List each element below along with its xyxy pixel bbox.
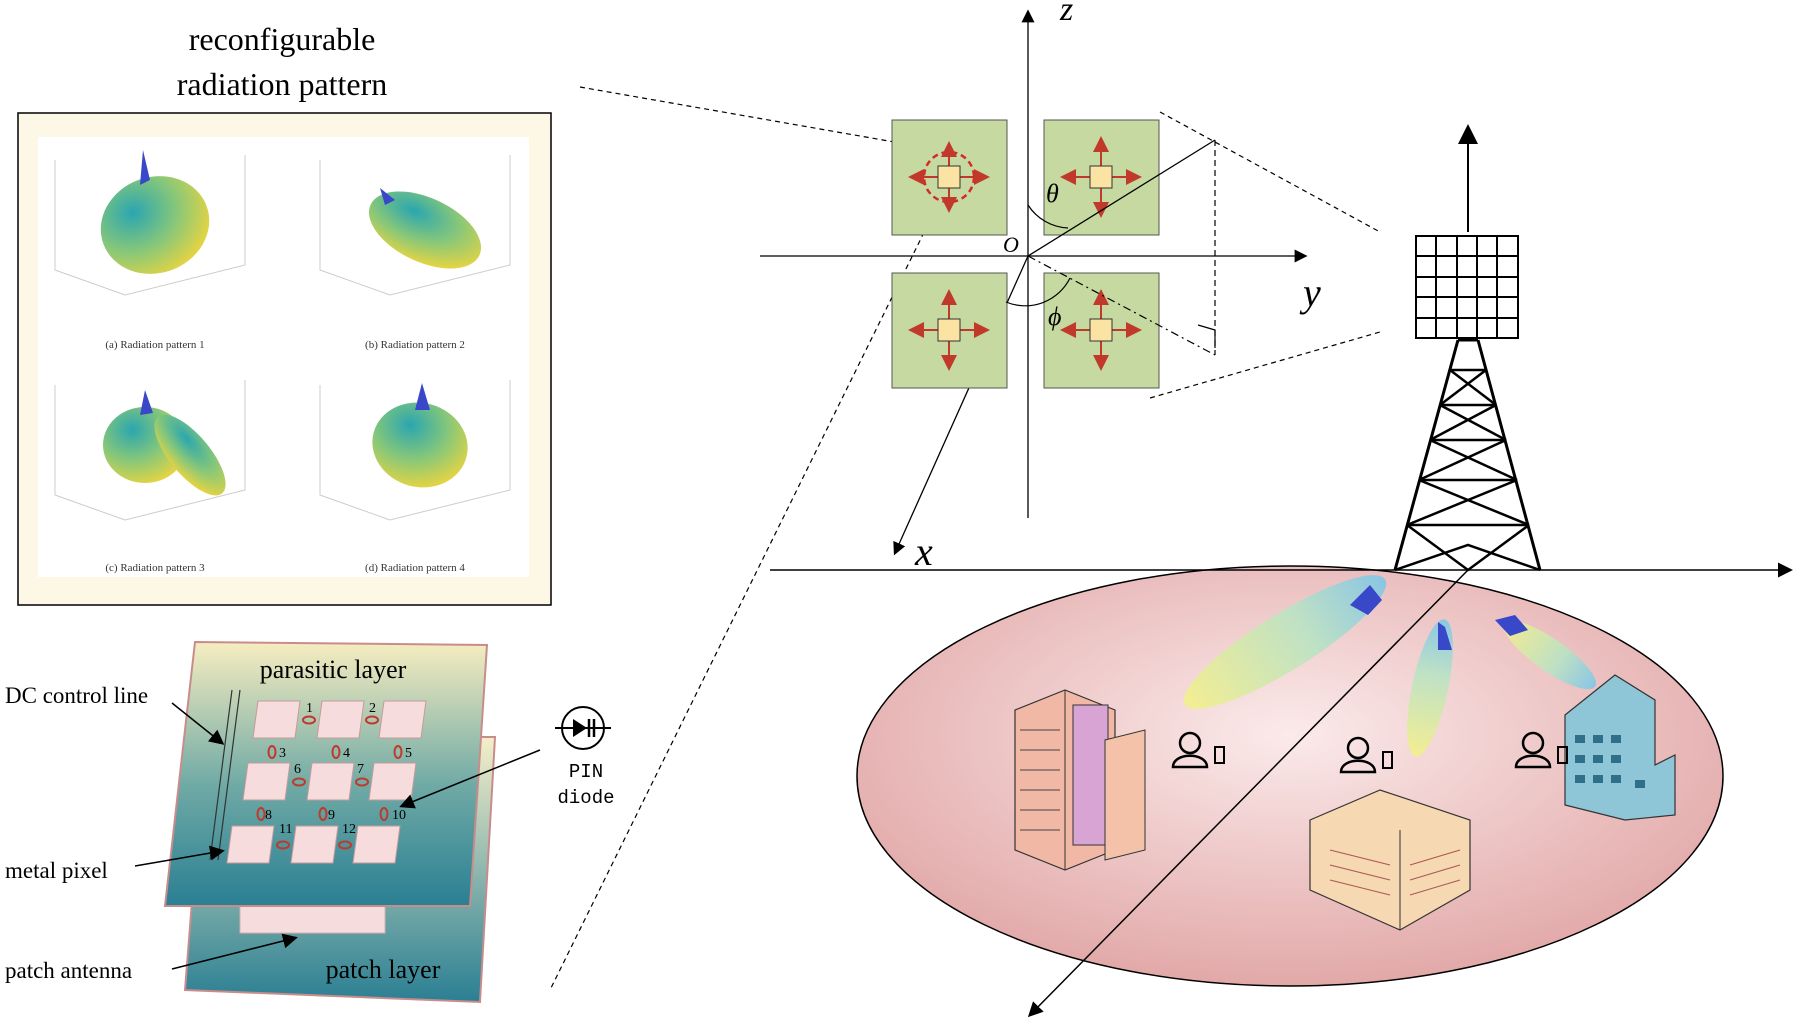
projection-lines: [550, 86, 1381, 989]
user-icon: [1514, 731, 1568, 769]
dc-line-1: [209, 689, 233, 861]
z-axis-label: z: [1059, 0, 1073, 28]
caption-d: (d) Radiation pattern 4: [365, 562, 465, 574]
dc-control-line-label: DC control line: [5, 683, 148, 708]
phi-arc: [1005, 277, 1071, 307]
svg-text:8: 8: [265, 808, 272, 823]
dc-line-2: [217, 689, 241, 861]
antenna-panel-icon: [1415, 235, 1519, 339]
metal-pixel-grid: [226, 700, 427, 864]
pin-label-line1: PIN: [569, 761, 603, 783]
diode-numbers: 1 2 3 4 5 6 7 8 9 10 11 12: [265, 701, 412, 837]
pattern-panel: reconfigurable radiation pattern (a) Rad…: [17, 21, 552, 606]
y-axis-label: y: [1299, 270, 1321, 315]
svg-text:12: 12: [342, 822, 356, 837]
svg-text:4: 4: [343, 746, 350, 761]
metal-pixel: [242, 762, 291, 801]
building-icon: [1564, 674, 1676, 821]
patch-antenna-arrow: [171, 933, 298, 970]
metal-pixel: [290, 825, 339, 864]
svg-text:5: 5: [405, 746, 412, 761]
radiation-pattern-c: (c) Radiation pattern 3: [54, 380, 246, 574]
building-icon: [1014, 689, 1146, 871]
pattern-title-line1: reconfigurable: [189, 21, 376, 57]
metal-pixel: [368, 762, 417, 801]
radiation-pattern-d: (d) Radiation pattern 4: [319, 380, 511, 574]
beam-direction-vector: [1027, 139, 1216, 257]
user-icon: [1171, 731, 1225, 769]
metal-pixel: [378, 700, 427, 739]
array-tiles: [891, 119, 1160, 389]
feed-element: [908, 289, 990, 371]
tower-icon: [1393, 124, 1542, 572]
svg-text:11: 11: [279, 822, 292, 837]
pin-diodes: [256, 715, 403, 850]
beam-lobe-3: [1504, 620, 1596, 690]
metal-pixel: [306, 762, 355, 801]
dc-line-arrow: [171, 702, 225, 745]
phi-label: ϕ: [1048, 302, 1061, 331]
feed-elements: [908, 136, 1142, 371]
beam-head-1: [1350, 585, 1382, 615]
pin-diode-icon: [555, 706, 611, 750]
pin-diode-arrow: [399, 749, 541, 809]
radiation-pattern-b: (b) Radiation pattern 2: [319, 155, 511, 351]
pattern-title-line2: radiation pattern: [177, 66, 388, 102]
metal-pixel: [252, 700, 301, 739]
x-axis-label: x: [914, 529, 933, 574]
metal-pixel: [352, 825, 401, 864]
svg-text:6: 6: [294, 762, 301, 777]
beam-head-3: [1495, 615, 1528, 636]
coverage-ellipse: [856, 565, 1724, 987]
pin-label-line2: diode: [557, 787, 614, 809]
patch-antenna-rect: [239, 904, 386, 934]
ground-axis-diag: [1027, 569, 1469, 1018]
beam-lobes: [1183, 575, 1596, 757]
right-angle-mark: [1197, 324, 1216, 348]
feed-element: [1060, 289, 1142, 371]
metal-pixel-label: metal pixel: [5, 858, 108, 883]
coverage-scene: [770, 124, 1793, 1018]
beam-head-2: [1438, 622, 1452, 650]
origin-label: O: [1003, 232, 1019, 257]
theta-arc: [1027, 204, 1069, 229]
svg-text:3: 3: [279, 746, 286, 761]
caption-c: (c) Radiation pattern 3: [105, 562, 205, 574]
metal-pixel: [316, 700, 365, 739]
caption-a: (a) Radiation pattern 1: [105, 339, 204, 351]
metal-pixel: [226, 825, 275, 864]
beam-lobe-1: [1183, 575, 1387, 709]
svg-text:9: 9: [328, 808, 335, 823]
feed-element-selected: [908, 141, 990, 213]
patch-layer-label: patch layer: [326, 955, 441, 984]
beam-lobe-2: [1407, 619, 1453, 757]
svg-text:2: 2: [369, 701, 376, 716]
caption-b: (b) Radiation pattern 2: [365, 339, 465, 351]
theta-label: θ: [1046, 179, 1059, 208]
svg-text:1: 1: [306, 701, 313, 716]
user-icon: [1339, 736, 1393, 774]
array-coordinate-system: z y x O: [760, 0, 1321, 574]
feed-element: [1060, 136, 1142, 218]
patch-antenna-label: patch antenna: [5, 958, 132, 983]
parasitic-layer-label: parasitic layer: [260, 655, 407, 684]
building-icon: [1309, 789, 1471, 931]
metal-pixel-arrow: [134, 845, 225, 867]
radiation-pattern-a: (a) Radiation pattern 1: [54, 150, 246, 351]
svg-text:10: 10: [392, 808, 406, 823]
svg-text:7: 7: [357, 762, 364, 777]
antenna-stack: patch layer parasitic layer: [5, 640, 615, 1004]
